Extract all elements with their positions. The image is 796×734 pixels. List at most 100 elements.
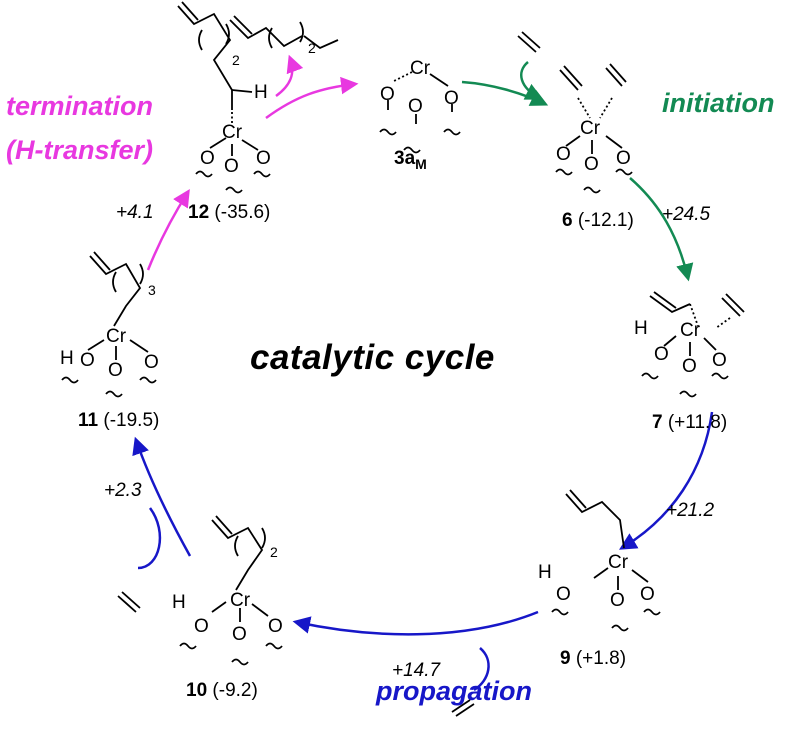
- chain-9: [565, 489, 625, 549]
- arrow-11-to-12: [146, 189, 190, 271]
- ethylene-10: [117, 591, 141, 613]
- caption-12: 12 (-35.6): [188, 202, 270, 224]
- repeat-count-10: 2: [270, 544, 278, 560]
- bond-6-eth-left: [559, 65, 583, 91]
- arrow-6-to-7: [629, 177, 694, 282]
- bond-12-h: [231, 89, 253, 93]
- o-12-left: O: [200, 148, 215, 169]
- species-number-12: 12: [188, 202, 210, 223]
- ethylene-top: [517, 31, 541, 53]
- o-3aM-down: O: [408, 96, 423, 117]
- product-tail: [303, 35, 339, 50]
- species-number-9: 9: [560, 648, 571, 669]
- structure-bonds: [61, 1, 745, 717]
- o-10-down: O: [232, 624, 247, 645]
- o-11-right: O: [144, 352, 159, 373]
- chain-12: [177, 1, 233, 110]
- caption-11: 11 (-19.5): [78, 410, 159, 432]
- species-energy-9: (+1.8): [575, 648, 627, 669]
- product-release-arrow: [275, 54, 304, 98]
- wavy-11: [61, 376, 157, 398]
- barrier-10-11: +2.3: [104, 480, 142, 501]
- arrow-3aM-to-6: [461, 80, 549, 106]
- species-subscript-3aM: M: [415, 155, 427, 172]
- barrier-9-10: +14.7: [392, 660, 441, 681]
- wavy-12: [195, 170, 271, 194]
- repeat-bracket-11: [112, 263, 144, 293]
- barrier-6-7: +24.5: [662, 204, 711, 225]
- propagation-label: propagation: [376, 676, 532, 706]
- repeat-count-12: 2: [232, 52, 240, 68]
- wavy-9: [551, 608, 661, 632]
- o-7-right: O: [712, 350, 727, 371]
- termination-label-line1: termination: [6, 91, 154, 121]
- ethylene-9: [451, 699, 475, 717]
- bond-7-eth: [721, 293, 745, 317]
- repeat-bracket-product: [268, 21, 304, 49]
- ethylene-feed-arrow-9: [473, 647, 490, 692]
- species-number-7: 7: [652, 412, 663, 433]
- species-energy-11: (-19.5): [103, 410, 160, 431]
- o-6-left: O: [556, 144, 571, 165]
- o-7-down: O: [682, 356, 697, 377]
- product-chain: [229, 15, 303, 48]
- wavy-10: [179, 642, 283, 666]
- bond-7-cr: [689, 303, 731, 329]
- bond-10-o: [211, 601, 269, 622]
- termination-label-line2: (H-transfer): [6, 135, 154, 165]
- o-3aM-left: O: [380, 84, 395, 105]
- chain-11: [89, 251, 142, 327]
- species-energy-12: (-35.6): [214, 202, 271, 223]
- repeat-count-product: 2: [308, 40, 316, 56]
- wavy-3aM: [379, 128, 461, 154]
- species-number-10: 10: [186, 680, 208, 701]
- caption-3aM: 3aM: [394, 148, 427, 172]
- species-energy-7: (+11.8): [667, 412, 728, 433]
- o-12-right: O: [256, 148, 271, 169]
- species-number-3aM: 3a: [394, 148, 416, 169]
- cr-11: Cr: [106, 326, 127, 347]
- h-12: H: [254, 82, 268, 103]
- o-11-down: O: [108, 360, 123, 381]
- o-12-down: O: [224, 156, 239, 177]
- o-9-right: O: [640, 584, 655, 605]
- termination-arrows: [146, 54, 359, 271]
- initiation-arrows: [461, 61, 694, 282]
- species-energy-10: (-9.2): [212, 680, 258, 701]
- arrow-10-to-11: [132, 436, 192, 557]
- bond-7-vinyl: [649, 291, 691, 314]
- o-3aM-right: O: [444, 88, 459, 109]
- bond-3aM-left: [391, 71, 413, 83]
- arrow-12-to-3aM: [265, 76, 359, 120]
- o-10-right: O: [268, 616, 283, 637]
- repeat-count-11: 3: [148, 282, 156, 298]
- o-6-down: O: [584, 154, 599, 175]
- o-7-left: O: [654, 344, 669, 365]
- barrier-7-9: +21.2: [666, 500, 715, 521]
- repeat-bracket-10: [234, 527, 266, 557]
- bond-6-dash: [577, 97, 613, 119]
- cycle-title: catalytic cycle: [250, 338, 495, 377]
- species-number-11: 11: [78, 410, 99, 431]
- caption-10: 10 (-9.2): [186, 680, 258, 702]
- bond-6-eth-right: [605, 63, 627, 87]
- bond-11-o: [87, 339, 149, 360]
- caption-9: 9 (+1.8): [560, 648, 626, 670]
- arrow-7-to-9: [618, 411, 714, 550]
- h-9: H: [538, 562, 552, 583]
- cr-7: Cr: [680, 320, 701, 341]
- cr-12: Cr: [222, 122, 243, 143]
- repeat-bracket-12: [198, 23, 230, 51]
- o-9-left: O: [556, 584, 571, 605]
- bond-6-o: [565, 135, 623, 154]
- o-9-down: O: [610, 590, 625, 611]
- o-6-right: O: [616, 148, 631, 169]
- chain-10: [211, 515, 264, 591]
- barrier-11-12: +4.1: [116, 202, 154, 223]
- h-7: H: [634, 318, 648, 339]
- species-number-6: 6: [562, 210, 573, 231]
- cr-9: Cr: [608, 552, 629, 573]
- wavy-7: [641, 372, 729, 398]
- caption-7: 7 (+11.8): [652, 412, 727, 434]
